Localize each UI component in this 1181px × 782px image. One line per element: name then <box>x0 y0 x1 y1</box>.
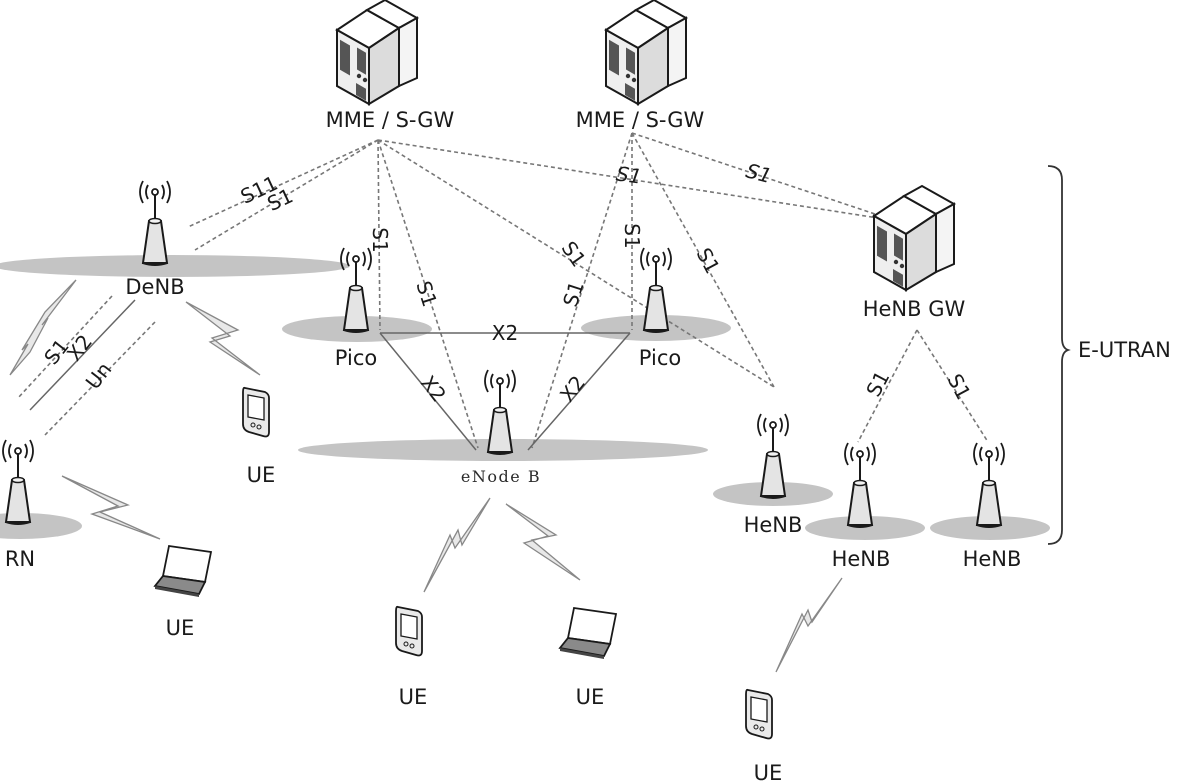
wireless-links <box>9 279 843 673</box>
base-station-icon <box>973 442 1005 528</box>
server-icon <box>605 0 687 105</box>
node-label: HeNB GW <box>863 297 966 321</box>
henb-1[interactable]: HeNB <box>744 413 803 537</box>
interface-label-s1: S1 <box>861 367 894 401</box>
interface-label-s1: S1 <box>692 244 725 278</box>
node-label: UE <box>247 463 276 487</box>
e-utran-group: E-UTRAN <box>1047 165 1171 545</box>
server-icon <box>873 185 955 291</box>
interface-label-s1: S1 <box>943 370 976 404</box>
henb2-coverage <box>805 516 925 540</box>
ue-rn[interactable]: UE <box>154 545 212 640</box>
link-pico2-enb-x2 <box>527 332 631 451</box>
ue-enb-1[interactable]: UE <box>395 605 428 709</box>
link-henbgw-henb3 <box>916 329 989 443</box>
link-mme1-henb1 <box>377 139 775 388</box>
ue-enb-2[interactable]: UE <box>559 607 617 709</box>
pda-icon <box>745 688 773 740</box>
pda-icon <box>395 605 423 657</box>
laptop-icon <box>559 607 617 660</box>
interface-label-un: Un <box>81 358 117 394</box>
node-label: UE <box>399 685 428 709</box>
link-denb-rn-s1 <box>17 295 113 399</box>
link-henbgw-henb2 <box>857 329 918 443</box>
lightning-bolt-icon <box>9 279 77 376</box>
lightning-bolt-icon <box>61 475 161 540</box>
interface-label-s1: S1 <box>368 227 392 252</box>
node-label: DeNB <box>125 275 184 299</box>
lightning-bolt-icon <box>505 503 581 581</box>
interface-label-s1: S1 <box>411 278 442 310</box>
denb[interactable]: DeNB <box>125 180 185 299</box>
server-icon <box>336 0 418 105</box>
interface-label-s1: S1 <box>743 158 774 188</box>
brace-icon <box>1047 165 1071 545</box>
pico-2[interactable]: Pico <box>639 247 681 370</box>
link-mme2-henbgw <box>631 132 879 216</box>
interface-label-x2: X2 <box>492 321 518 345</box>
enodeb[interactable]: eNode B <box>461 369 541 486</box>
node-label: eNode B <box>461 467 541 486</box>
node-label: UE <box>166 616 195 640</box>
henb-2[interactable]: HeNB <box>832 442 891 571</box>
node-label: MME / S-GW <box>576 108 705 132</box>
pico-1[interactable]: Pico <box>335 247 377 370</box>
pda-icon <box>242 386 270 438</box>
node-label: RN <box>5 547 35 571</box>
lightning-bolt-icon <box>775 577 843 673</box>
node-label: Pico <box>335 346 377 370</box>
base-station-icon <box>139 180 171 266</box>
lightning-bolt-icon <box>423 497 491 593</box>
base-station-icon <box>340 247 372 333</box>
node-label: HeNB <box>744 513 803 537</box>
link-mme1-enb <box>377 139 479 449</box>
henb-gw[interactable]: HeNB GW <box>863 185 966 321</box>
henb-3[interactable]: HeNB <box>963 442 1022 571</box>
node-label: UE <box>576 685 605 709</box>
x2-links <box>29 299 631 451</box>
interface-label-x2: X2 <box>62 330 97 366</box>
link-denb-rn-x2 <box>29 299 136 411</box>
link-mme1-denb-s11 <box>187 139 379 228</box>
base-station-icon <box>484 369 516 455</box>
link-mme1-denb-s1 <box>194 139 379 251</box>
ue-henb[interactable]: UE <box>745 688 783 782</box>
link-mme2-enb <box>531 132 633 449</box>
node-label: Pico <box>639 346 681 370</box>
base-station-icon <box>2 439 34 525</box>
relay-node[interactable]: RN <box>2 439 35 571</box>
henb3-coverage <box>930 516 1050 540</box>
mme-sgw-2[interactable]: MME / S-GW <box>576 0 705 132</box>
base-station-icon <box>844 442 876 528</box>
node-label: MME / S-GW <box>326 108 455 132</box>
lightning-bolt-icon <box>185 301 261 376</box>
group-label: E-UTRAN <box>1078 338 1171 362</box>
node-label: HeNB <box>832 547 891 571</box>
link-denb-rn-un <box>44 321 156 436</box>
interface-label-x2: X2 <box>555 371 590 407</box>
base-station-icon <box>757 413 789 499</box>
interface-label-s1: S1 <box>557 237 591 272</box>
interface-label-x2: X2 <box>416 371 451 407</box>
link-pico1-enb-x2 <box>379 332 477 451</box>
link-mme1-pico1 <box>377 139 381 331</box>
mme-sgw-1[interactable]: MME / S-GW <box>326 0 455 132</box>
base-station-icon <box>640 247 672 333</box>
laptop-icon <box>154 545 212 598</box>
link-mme1-henbgw <box>377 139 879 219</box>
node-label: HeNB <box>963 547 1022 571</box>
interface-label-s1: S1 <box>615 161 644 188</box>
interface-label-s1: S1 <box>620 223 644 248</box>
ue-denb[interactable]: UE <box>242 386 276 487</box>
denb-coverage <box>0 255 350 277</box>
node-label: UE <box>754 761 783 782</box>
s1-links <box>17 132 989 449</box>
